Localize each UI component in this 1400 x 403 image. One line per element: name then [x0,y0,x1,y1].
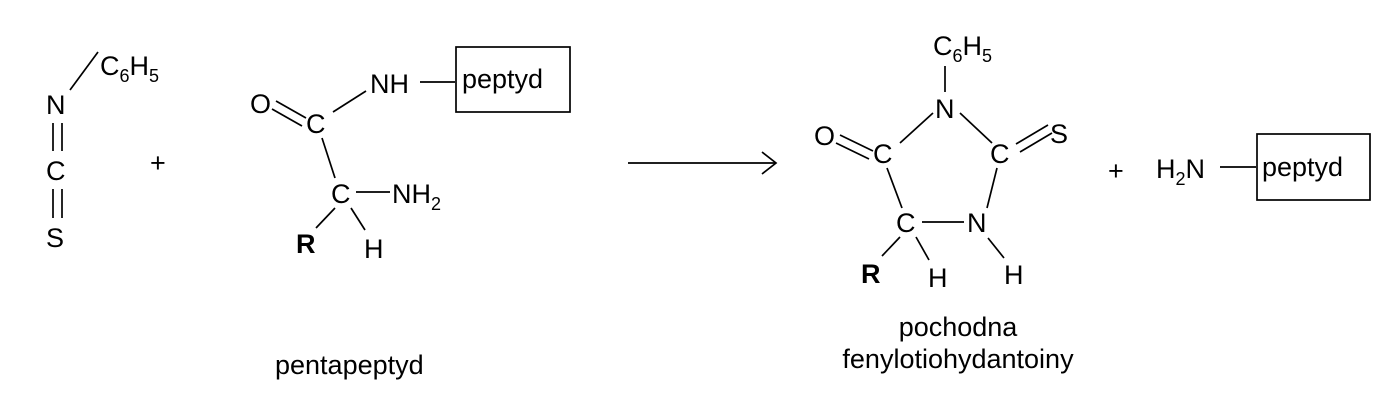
bond-c-bottom-r [881,236,901,257]
bond-co-double-b [835,142,870,160]
bond-calpha-h [350,207,366,231]
bond-co-double-b [271,108,303,127]
phenyl-isothiocyanate: C6H5 N C S [46,51,159,253]
product-r-group: R [861,259,881,289]
plus-sign-1: + [150,148,166,178]
bond-c-right-n-bottom [986,167,998,209]
plus-sign-2: + [1108,156,1124,186]
reagent-atom-c: C [46,156,66,186]
bond-n-phenyl [69,51,99,91]
released-peptide-box [1256,133,1371,201]
released-amine-h2n: H2N [1156,154,1205,189]
product-caption-line1: pochodna [899,312,1019,342]
pentapeptide-atom-h: H [364,234,384,264]
pentapeptide-caption: pentapeptyd [275,350,424,380]
pentapeptide-r-group: R [296,229,316,259]
bond-c-left-c-bottom [886,167,903,209]
bond-c-calpha [321,137,336,179]
product-atom-n-ring-bottom: N [967,208,987,238]
bond-co-double-a [839,134,874,152]
pentapeptide-amide-nh: NH [370,69,409,99]
bond-c-bottom-h [915,236,930,261]
reaction-arrow [628,151,778,175]
bond-calpha-r [315,207,336,229]
bond-cs-double-a [1015,124,1049,145]
bond-c-nh [332,90,367,113]
product-atom-c-bottom: C [896,208,916,238]
reagent-atom-s: S [46,223,64,253]
product-atom-c-left: C [873,139,893,169]
released-peptide-label: peptyd [1262,152,1343,182]
bond-cs-double-b [1019,132,1053,153]
reagent-atom-n: N [46,90,66,120]
product-atom-c-right: C [990,139,1010,169]
pentapeptide-amine-nh2: NH2 [392,179,441,214]
arrow-head [761,151,778,175]
bond-n-top-c-right [959,112,993,144]
product-atom-s: S [1050,119,1068,149]
product-atom-h-carbon: H [928,263,948,293]
pentapeptide-peptide-box [455,46,571,113]
product-atom-h-nitrogen: H [1004,260,1024,290]
product-caption-line2: fenylotiohydantoiny [842,344,1074,374]
reagent-phenyl-group: C6H5 [100,51,159,86]
pentapeptide: O C NH peptyd C NH2 R H pentapeptyd [250,46,571,380]
bond-c-left-n-top [899,112,934,144]
product-phenyl-group: C6H5 [933,31,992,66]
product-atom-n-ring-top: N [935,94,955,124]
phenylthiohydantoin-derivative: C6H5 N O C C S C N R H H pochodna fenylo… [814,31,1074,374]
pentapeptide-peptide-label: peptyd [462,64,543,94]
pentapeptide-atom-c-alpha: C [331,179,351,209]
pentapeptide-atom-c-carbonyl: C [306,109,326,139]
bond-co-double-a [275,100,307,119]
pentapeptide-atom-o: O [250,89,271,119]
released-peptide: H2N peptyd [1156,133,1371,201]
product-atom-o: O [814,121,835,151]
bond-n-bottom-h [987,237,1005,259]
